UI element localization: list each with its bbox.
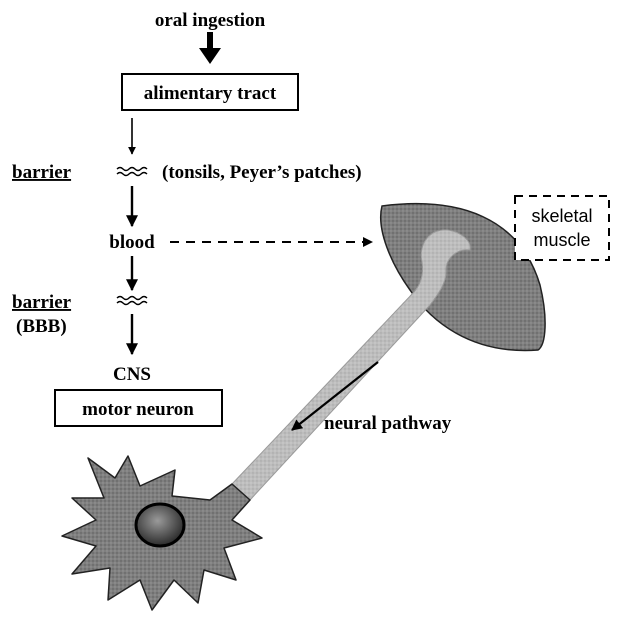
barrier-2-label: barrier [12,292,72,313]
alimentary-tract-label: alimentary tract [144,83,277,104]
neuron-cell-body [62,456,262,610]
oral-ingestion-label: oral ingestion [155,10,266,31]
axon-path [232,230,470,500]
skeletal-muscle-label-line2: muscle [533,230,590,250]
barrier-2-detail: (BBB) [16,316,67,337]
skeletal-muscle-label-line1: skeletal [531,206,592,226]
motor-neuron-label: motor neuron [82,399,194,420]
barrier-1-detail: (tonsils, Peyer’s patches) [162,162,362,183]
skeletal-muscle-box: skeletal muscle [515,196,609,260]
nucleus-shape [136,504,184,546]
alimentary-tract-box: alimentary tract [122,74,298,110]
neural-pathway-label: neural pathway [324,413,452,434]
barrier-1-label: barrier [12,162,72,183]
barrier-1-wave-icon [117,168,147,176]
blood-label: blood [109,232,155,253]
ingestion-arrow [199,32,221,64]
cns-label: CNS [113,364,151,385]
motor-neuron-box: motor neuron [55,390,222,426]
barrier-2-wave-icon [117,297,147,305]
